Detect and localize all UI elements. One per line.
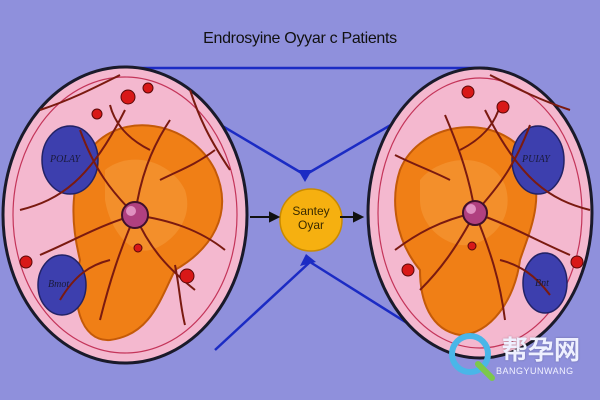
center-node bbox=[279, 188, 343, 252]
right-core-node bbox=[462, 200, 488, 226]
right-lower-blue-region bbox=[522, 252, 568, 314]
right-red-dots bbox=[401, 85, 584, 277]
watermark-latin: BANGYUNWANG bbox=[496, 366, 574, 376]
watermark-chinese: 帮孕网 bbox=[502, 336, 581, 366]
center-arrows bbox=[250, 211, 365, 223]
left-red-dots bbox=[19, 82, 195, 284]
center-node-label: Santey Oyar bbox=[282, 204, 340, 232]
left-upper-label: POLAY bbox=[50, 154, 81, 165]
left-core-node bbox=[121, 201, 149, 229]
right-upper-blue-region bbox=[511, 125, 565, 195]
diagram-title: Endrosyine Oyyar c Patients bbox=[203, 30, 397, 47]
left-lower-label: Bmot bbox=[48, 279, 70, 290]
arrowhead-bottom bbox=[300, 254, 316, 266]
arrowhead-top bbox=[298, 170, 312, 182]
left-upper-blue-region bbox=[41, 125, 99, 195]
right-lower-label: Bnt bbox=[535, 278, 549, 289]
watermark: 帮孕网 BANGYUNWANG bbox=[446, 328, 596, 386]
center-node-line1: Santey bbox=[292, 204, 330, 218]
left-brain-section bbox=[1, 65, 249, 365]
right-upper-label: PUIAY bbox=[522, 154, 550, 165]
center-node-line2: Oyar bbox=[297, 218, 324, 232]
watermark-logo bbox=[449, 333, 495, 381]
right-brain-section bbox=[366, 66, 594, 360]
left-lower-blue-region bbox=[37, 254, 87, 316]
